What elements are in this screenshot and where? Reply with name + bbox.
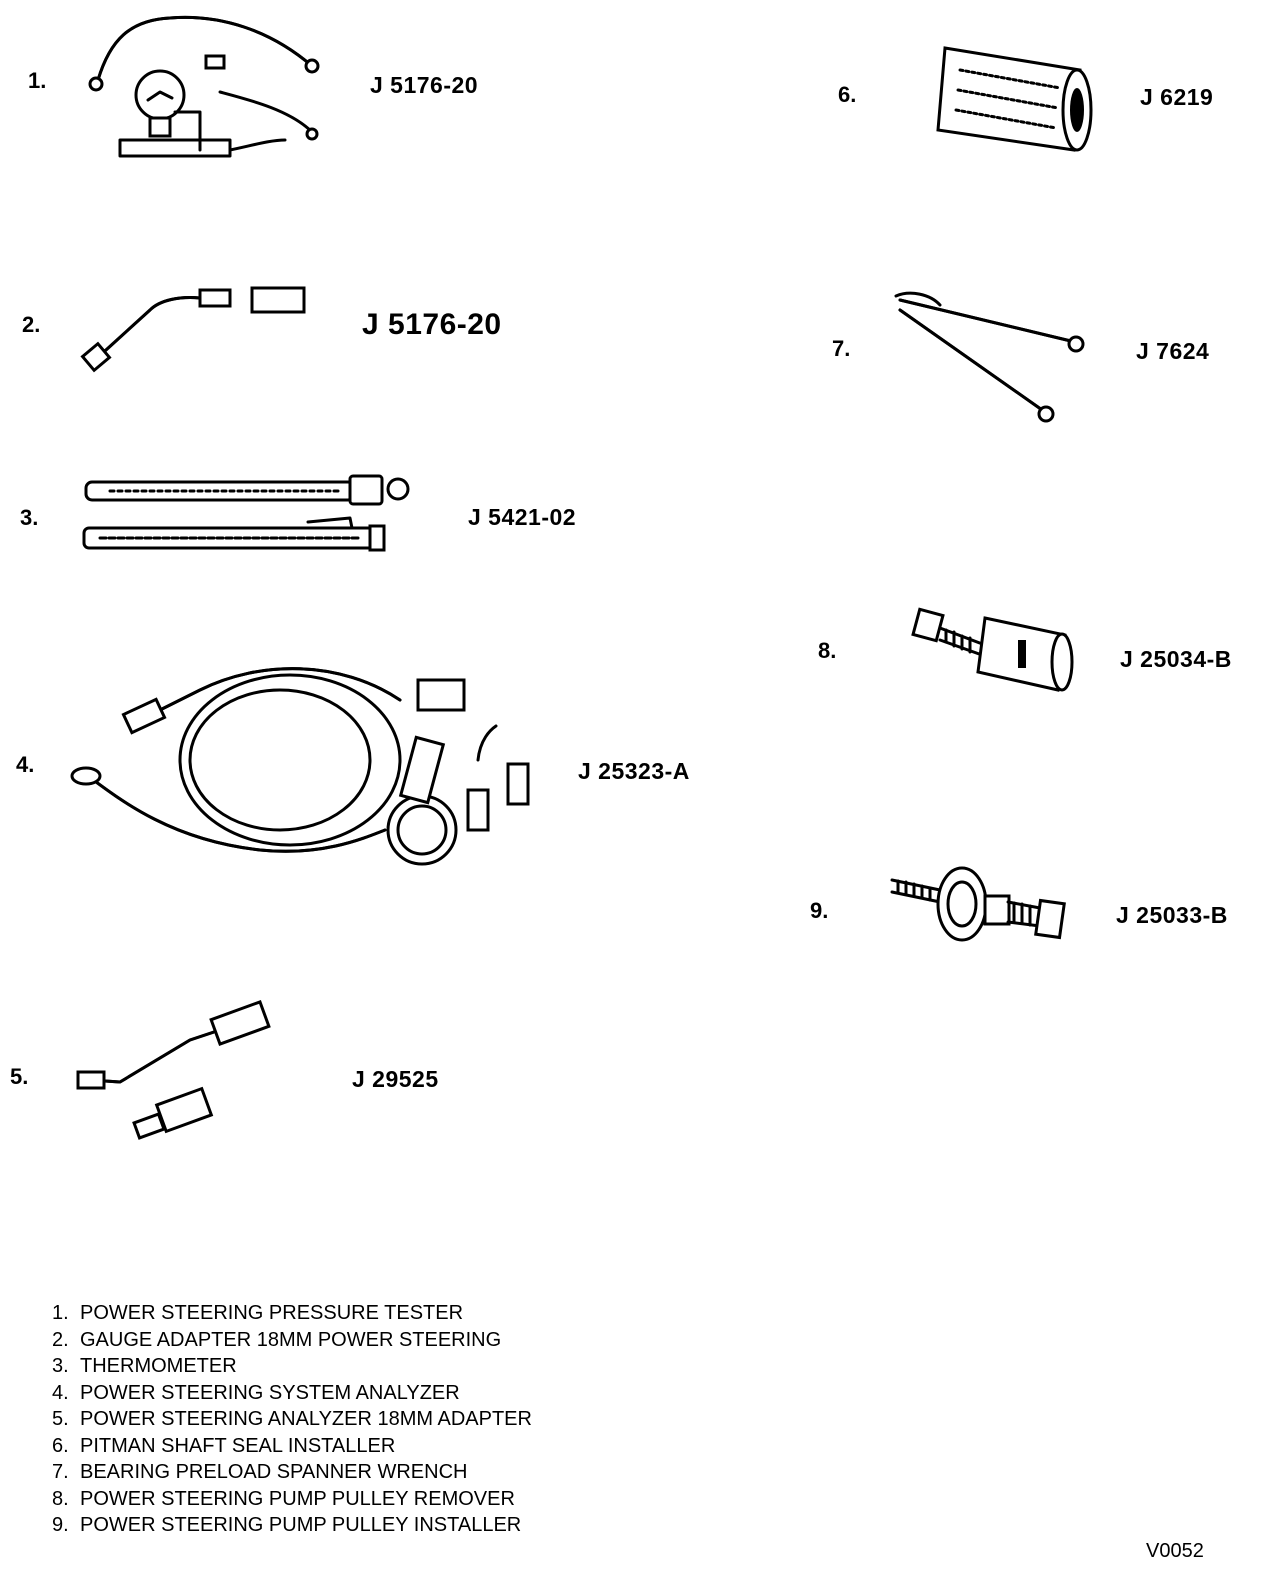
item-number-2: 2. — [22, 312, 41, 337]
analyzer-adapter-illustration — [76, 999, 271, 1140]
item-number-3: 3. — [20, 505, 39, 530]
legend-number: 8. — [52, 1487, 69, 1510]
legend-item-2: 2. GAUGE ADAPTER 18MM POWER STEERING — [52, 1327, 532, 1354]
legend-item-6: 6. PITMAN SHAFT SEAL INSTALLER — [52, 1433, 532, 1460]
legend-item-1: 1. POWER STEERING PRESSURE TESTER — [52, 1300, 532, 1327]
legend-text: THERMOMETER — [80, 1355, 237, 1377]
legend-item-9: 9. POWER STEERING PUMP PULLEY INSTALLER — [52, 1512, 532, 1539]
legend-item-3: 3. THERMOMETER — [52, 1353, 532, 1380]
part-number-1: J 5176-20 — [370, 72, 479, 98]
part-number-8: J 25034-B — [1120, 646, 1232, 672]
system-analyzer-illustration — [70, 667, 530, 866]
seal-installer-illustration — [936, 46, 1093, 152]
item-number-1: 1. — [28, 68, 47, 93]
item-number-4: 4. — [16, 752, 35, 777]
item-number-9: 9. — [810, 898, 829, 923]
legend-text: POWER STEERING SYSTEM ANALYZER — [80, 1381, 460, 1404]
gauge-adapter-illustration — [80, 286, 306, 373]
legend-number: 6. — [52, 1434, 69, 1457]
legend-item-4: 4. POWER STEERING SYSTEM ANALYZER — [52, 1380, 532, 1407]
thermometer-illustration — [82, 474, 410, 552]
legend-item-8: 8. POWER STEERING PUMP PULLEY REMOVER — [52, 1486, 532, 1513]
pressure-tester-illustration — [88, 15, 320, 158]
legend-text: POWER STEERING PUMP PULLEY REMOVER — [80, 1487, 515, 1510]
figure-code: V0052 — [1146, 1540, 1204, 1562]
part-number-5: J 29525 — [352, 1066, 439, 1092]
legend-number: 4. — [52, 1381, 69, 1404]
tool-legend: 1. POWER STEERING PRESSURE TESTER 2. GAUGE… — [52, 1300, 532, 1539]
legend-text: POWER STEERING PRESSURE TESTER — [80, 1302, 464, 1324]
legend-text: GAUGE ADAPTER 18MM POWER STEERING — [80, 1328, 502, 1351]
legend-number: 9. — [52, 1514, 69, 1536]
legend-number: 1. — [52, 1302, 69, 1324]
pulley-installer-illustration — [890, 866, 1066, 942]
spanner-wrench-illustration — [894, 291, 1085, 423]
item-number-8: 8. — [818, 638, 837, 663]
item-number-5: 5. — [10, 1064, 29, 1089]
part-number-6: J 6219 — [1140, 84, 1214, 110]
part-number-2: J 5176-20 — [362, 308, 502, 341]
legend-text: POWER STEERING PUMP PULLEY INSTALLER — [80, 1514, 522, 1536]
legend-number: 5. — [52, 1408, 69, 1430]
legend-number: 7. — [52, 1461, 69, 1483]
item-number-7: 7. — [832, 336, 851, 361]
part-number-7: J 7624 — [1136, 338, 1210, 364]
legend-text: BEARING PRELOAD SPANNER WRENCH — [80, 1461, 468, 1483]
pulley-remover-illustration — [911, 607, 1074, 692]
part-number-9: J 25033-B — [1116, 902, 1228, 928]
legend-number: 3. — [52, 1355, 69, 1377]
legend-number: 2. — [52, 1328, 69, 1351]
part-number-4: J 25323-A — [578, 758, 690, 784]
legend-item-5: 5. POWER STEERING ANALYZER 18MM ADAPTER — [52, 1406, 532, 1433]
item-number-6: 6. — [838, 82, 857, 107]
legend-text: POWER STEERING ANALYZER 18MM ADAPTER — [80, 1408, 532, 1430]
legend-text: PITMAN SHAFT SEAL INSTALLER — [80, 1434, 396, 1457]
part-number-3: J 5421-02 — [468, 504, 577, 530]
legend-item-7: 7. BEARING PRELOAD SPANNER WRENCH — [52, 1459, 532, 1486]
